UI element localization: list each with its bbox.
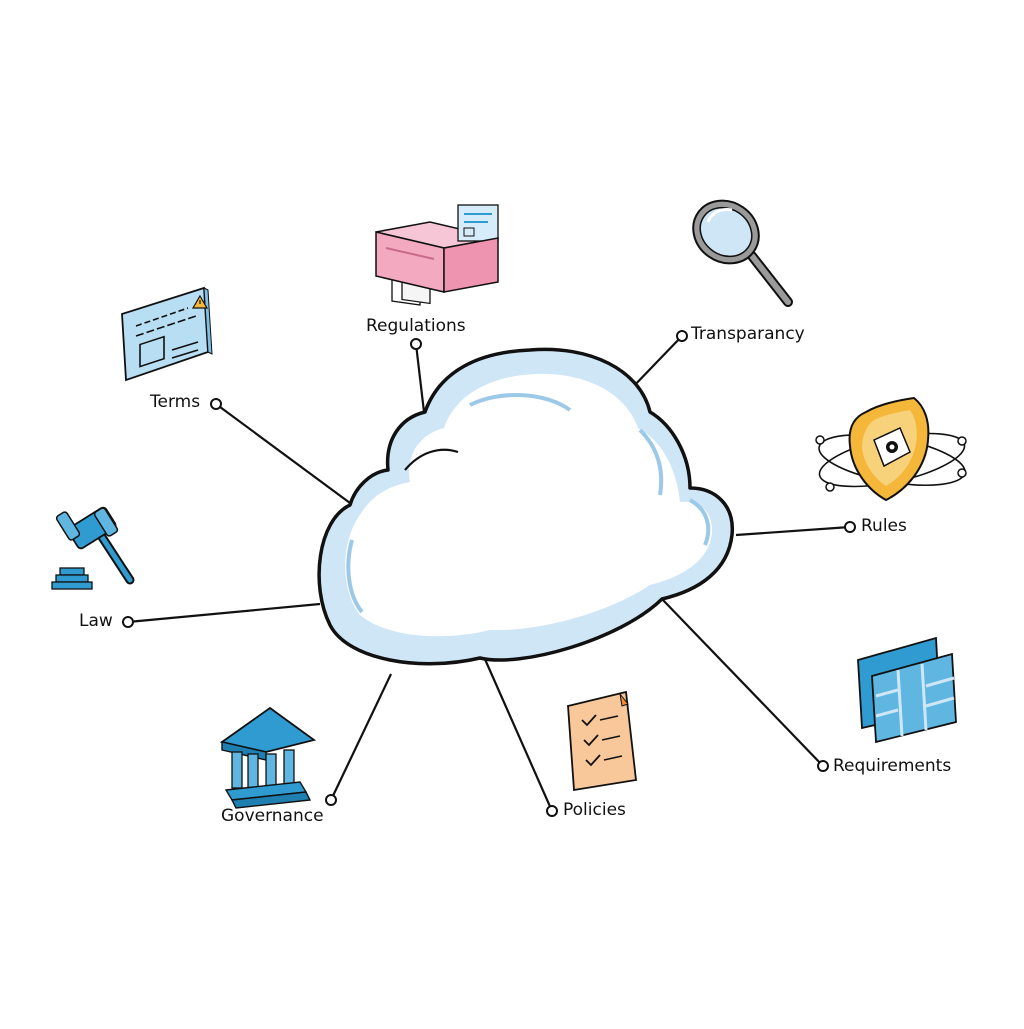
cabinet-icon — [375, 204, 499, 306]
node-label-terms: Terms — [150, 392, 201, 412]
node-label-regulations: Regulations — [366, 316, 466, 336]
document-board-icon — [121, 286, 213, 382]
connector-regulations — [414, 343, 426, 413]
cloud-icon — [317, 347, 734, 666]
connector-terms — [215, 403, 351, 504]
checklist-icon — [567, 690, 637, 792]
endpoint-transparency — [676, 330, 688, 342]
endpoint-regulations — [410, 338, 422, 350]
node-label-law: Law — [79, 611, 113, 631]
endpoint-governance — [325, 794, 337, 806]
endpoint-rules — [844, 521, 856, 533]
node-label-governance: Governance — [221, 806, 324, 826]
endpoint-requirements — [817, 760, 829, 772]
gavel-icon — [51, 506, 135, 590]
connector-requirements — [661, 598, 824, 767]
magnifier-icon — [692, 199, 793, 307]
node-label-transparency: Transparancy — [691, 324, 805, 344]
panels-icon — [857, 636, 957, 744]
node-label-policies: Policies — [563, 800, 626, 820]
connector-rules — [735, 525, 851, 537]
node-label-requirements: Requirements — [833, 756, 952, 776]
connector-law — [127, 602, 321, 624]
building-icon — [219, 706, 317, 809]
connector-lines — [127, 335, 851, 812]
endpoint-terms — [210, 398, 222, 410]
endpoint-policies — [546, 805, 558, 817]
connector-governance — [330, 673, 392, 801]
endpoint-law — [122, 616, 134, 628]
connector-policies — [482, 656, 554, 812]
node-label-rules: Rules — [861, 516, 907, 536]
shield-gear-icon — [815, 396, 967, 502]
connector-transparency — [629, 335, 683, 391]
connector-endpoints — [122, 330, 856, 817]
